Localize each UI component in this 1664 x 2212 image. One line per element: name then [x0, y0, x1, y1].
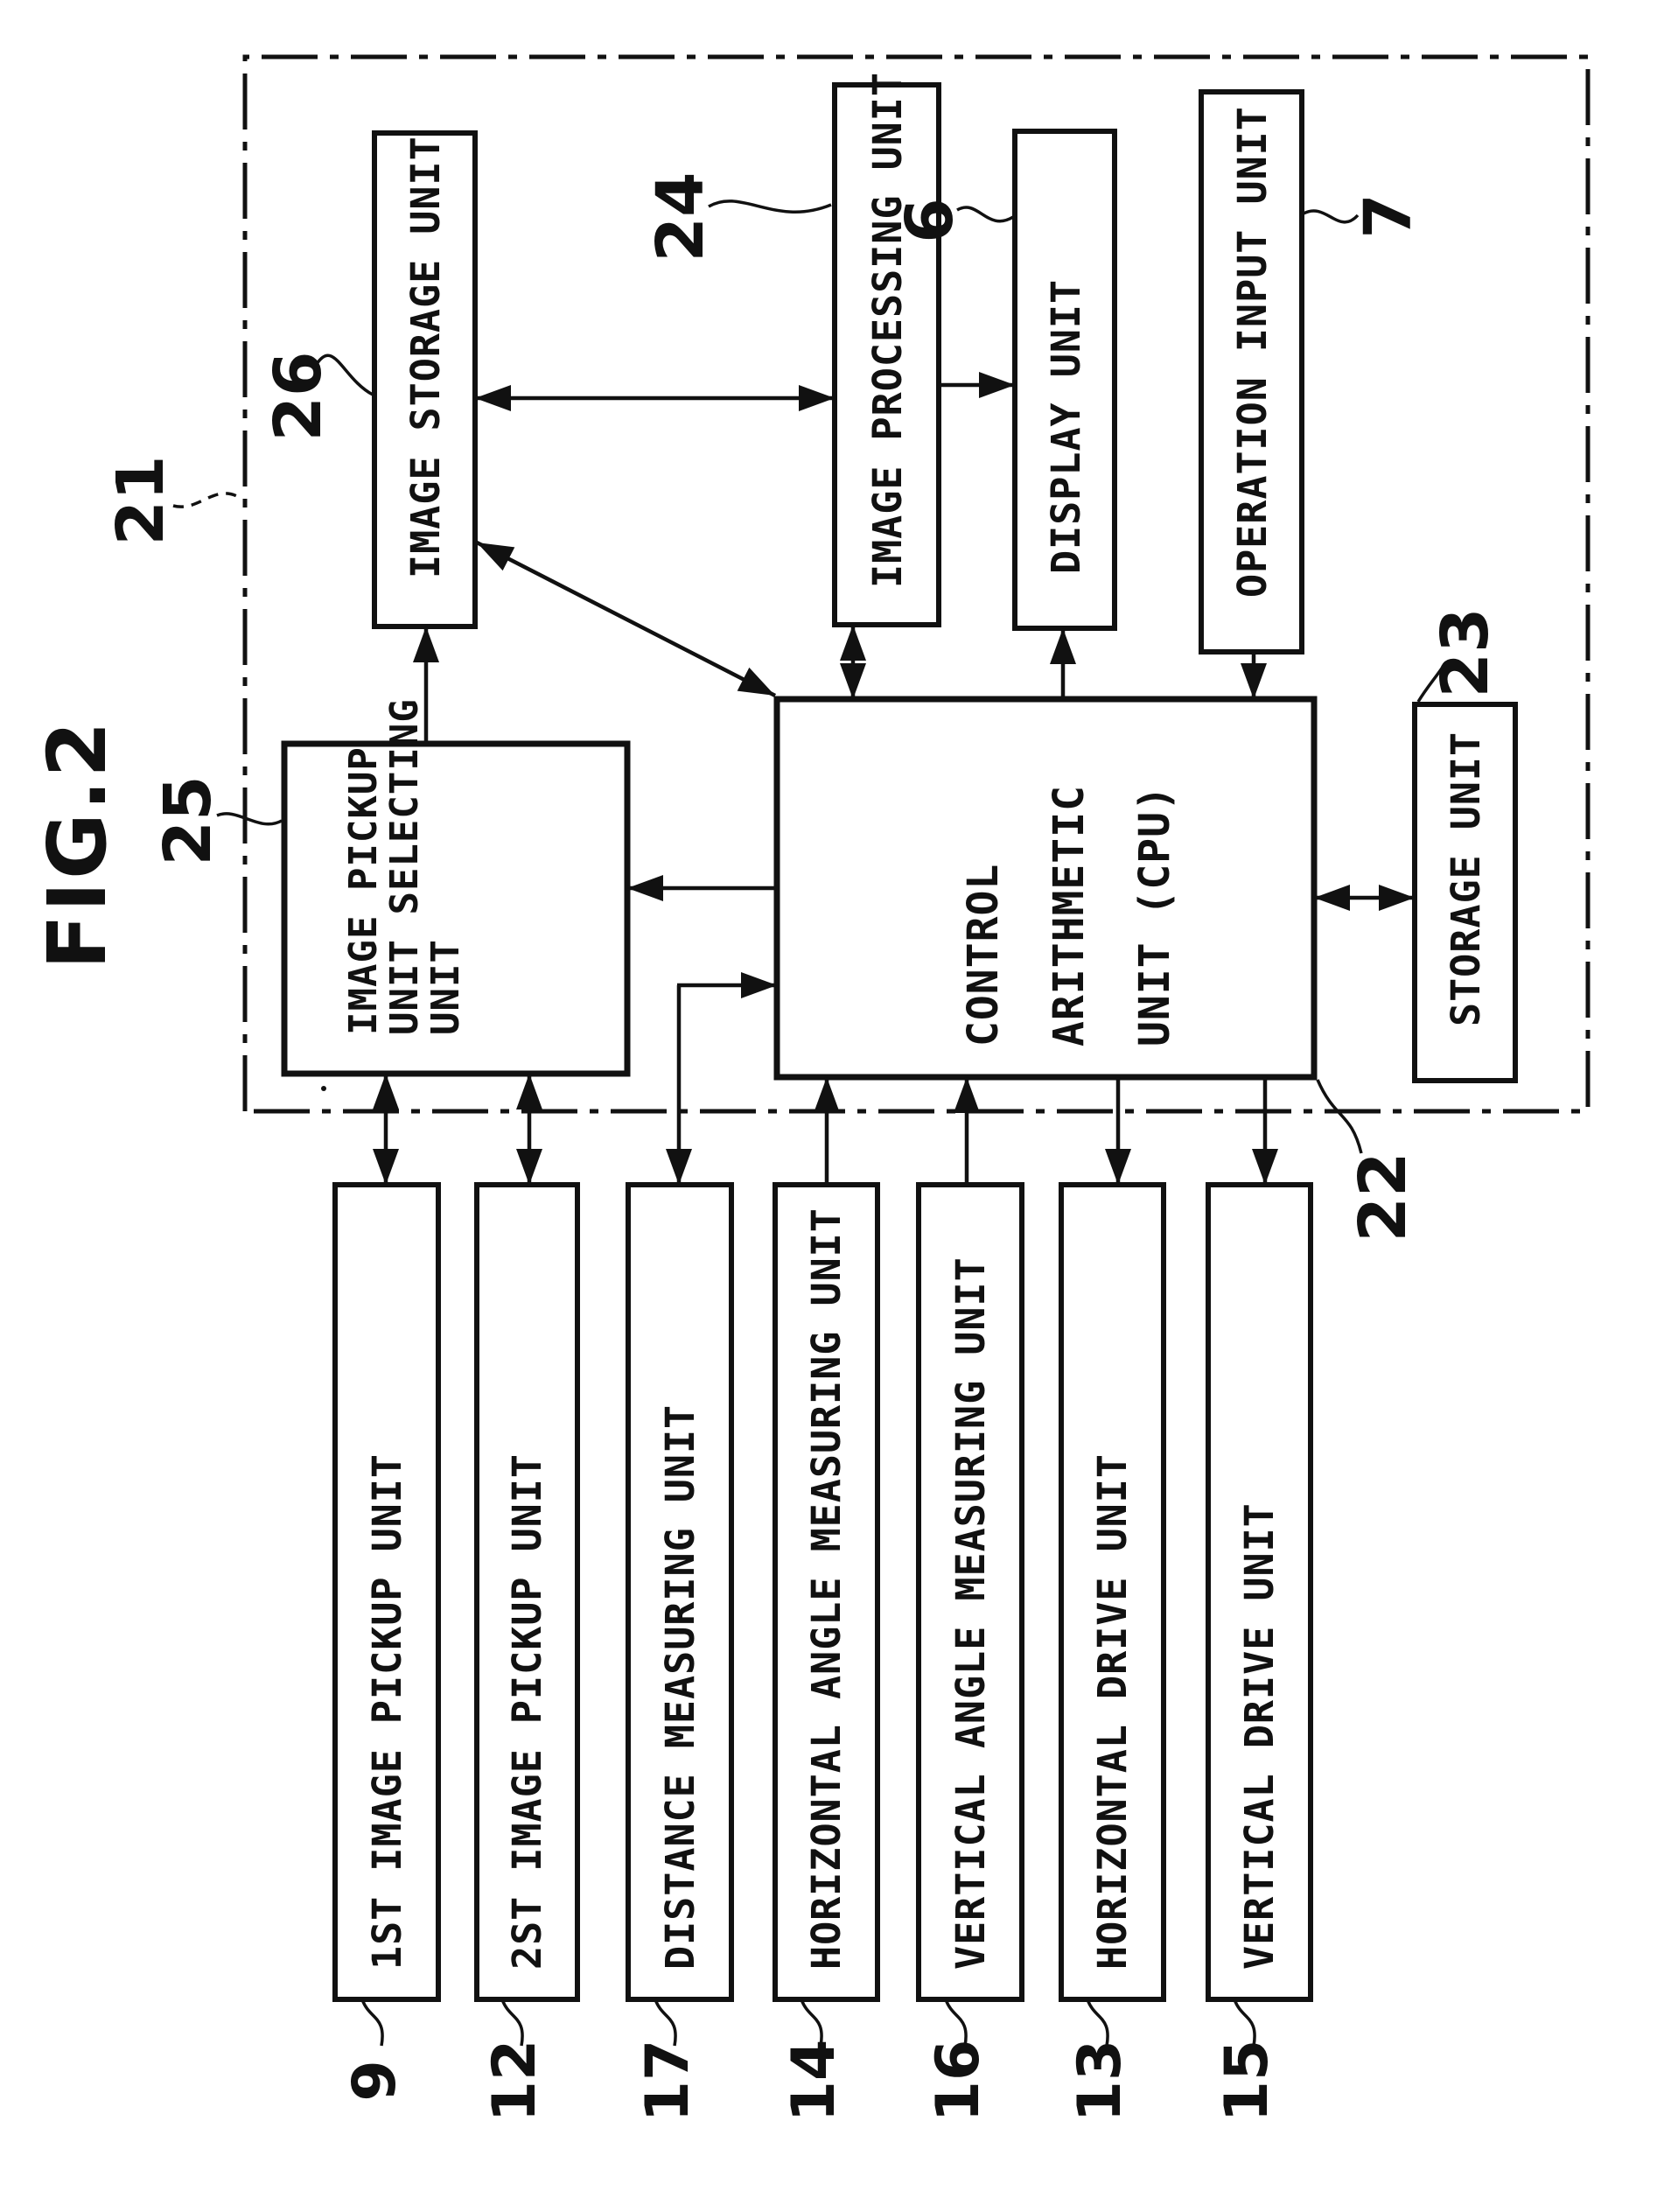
speck [321, 1086, 326, 1091]
pickup-selecting-line3: UNIT [423, 939, 468, 1035]
ref-17: 17 [633, 2040, 703, 2123]
cpu-line3: UNIT (CPU) [1130, 785, 1179, 1046]
vertical-drive-label: VERTICAL DRIVE UNIT [1236, 1502, 1283, 1970]
ref-13: 13 [1066, 2040, 1135, 2123]
ref-9: 9 [340, 2060, 409, 2101]
leader-16 [944, 1998, 968, 2047]
arrow-image-storage-cpu-diagonal [475, 540, 777, 698]
operation-input-unit-box [1199, 89, 1304, 654]
leader-7 [1303, 209, 1360, 224]
image-storage-unit-label: IMAGE STORAGE UNIT [402, 136, 449, 578]
pickup-selecting-line1: IMAGE PICKUP [341, 746, 386, 1035]
image-pickup-unit-selecting-unit-box [281, 740, 631, 1077]
ref-23: 23 [1428, 608, 1503, 698]
vertical-angle-measuring-label: VERTICAL ANGLE MEASURING UNIT [947, 1256, 994, 1970]
system-boundary-box [242, 54, 1591, 1114]
display-unit-label: DISPLAY UNIT [1043, 279, 1089, 574]
pickup-2st-box [474, 1182, 580, 2002]
horizontal-angle-measuring-label: HORIZONTAL ANGLE MEASURING UNIT [803, 1208, 849, 1970]
ref-12: 12 [480, 2040, 549, 2123]
leader-6 [956, 206, 1014, 223]
pickup-1st-label: 1ST IMAGE PICKUP UNIT [364, 1453, 410, 1970]
leader-22 [1316, 1079, 1363, 1154]
leader-15 [1233, 1998, 1256, 2047]
leader-23 [1416, 662, 1447, 703]
image-processing-unit-label: IMAGE PROCESSING UNIT [864, 72, 911, 588]
ref-21: 21 [103, 456, 178, 546]
cpu-line1: CONTROL [959, 864, 1008, 1046]
image-processing-unit-box [832, 82, 941, 627]
leader-24 [708, 200, 832, 214]
storage-unit-box [1412, 702, 1518, 1083]
ref-7: 7 [1351, 193, 1426, 239]
leader-13 [1086, 1998, 1109, 2047]
vertical-angle-measuring-box [916, 1182, 1024, 2002]
ref-24: 24 [643, 172, 718, 262]
leader-9 [360, 1998, 384, 2047]
vertical-drive-box [1206, 1182, 1313, 2002]
horizontal-drive-label: HORIZONTAL DRIVE UNIT [1089, 1453, 1136, 1970]
cpu-line2: ARITHMETIC [1045, 785, 1094, 1046]
pickup-2st-label: 2ST IMAGE PICKUP UNIT [504, 1453, 550, 1970]
ref-25: 25 [150, 776, 226, 866]
ref-15: 15 [1213, 2040, 1282, 2123]
leader-25 [216, 812, 283, 826]
horizontal-drive-box [1059, 1182, 1166, 2002]
distance-measuring-label: DISTANCE MEASURING UNIT [657, 1404, 703, 1970]
leader-12 [500, 1998, 524, 2047]
leader-26 [315, 354, 374, 396]
leader-17 [654, 1998, 677, 2047]
storage-unit-label: STORAGE UNIT [1443, 732, 1489, 1026]
leader-21 [172, 492, 242, 508]
operation-input-unit-label: OPERATION INPUT UNIT [1229, 106, 1276, 598]
figure-title: FIG.2 [31, 718, 124, 970]
ref-14: 14 [780, 2040, 849, 2123]
pickup-selecting-line2: UNIT SELECTING [382, 698, 427, 1035]
ref-26: 26 [261, 352, 336, 442]
ref-6: 6 [892, 198, 968, 243]
ref-22: 22 [1346, 1152, 1421, 1242]
leader-14 [800, 1998, 823, 2047]
ref-16: 16 [924, 2040, 993, 2123]
